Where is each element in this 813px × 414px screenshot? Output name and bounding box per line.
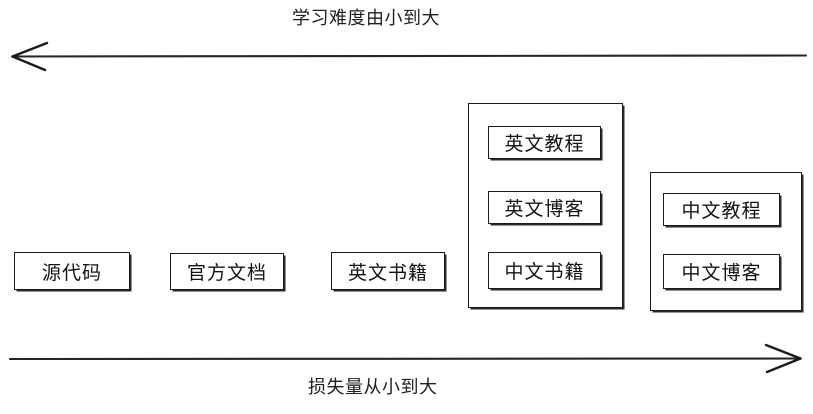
group-english-resources: 英文教程 英文博客 中文书籍 <box>468 103 623 308</box>
bottom-axis-label: 损失量从小到大 <box>308 377 438 398</box>
node-chinese-books[interactable]: 中文书籍 <box>488 252 601 289</box>
node-label: 英文书籍 <box>347 261 428 284</box>
node-english-tutorials[interactable]: 英文教程 <box>488 126 601 159</box>
node-chinese-blogs[interactable]: 中文博客 <box>663 254 780 289</box>
node-official-docs[interactable]: 官方文档 <box>170 253 284 290</box>
node-label: 英文教程 <box>504 133 585 155</box>
node-label: 中文书籍 <box>504 261 585 283</box>
node-english-books[interactable]: 英文书籍 <box>331 252 445 290</box>
arrow-right-icon <box>8 343 802 374</box>
node-label: 源代码 <box>41 261 102 284</box>
node-label: 官方文档 <box>186 262 267 284</box>
node-label: 中文教程 <box>681 200 762 222</box>
top-axis-label: 学习难度由小到大 <box>292 8 440 29</box>
group-chinese-resources: 中文教程 中文博客 <box>650 172 802 311</box>
node-label: 英文博客 <box>504 198 585 220</box>
node-source-code[interactable]: 源代码 <box>14 252 130 290</box>
node-label: 中文博客 <box>681 262 762 284</box>
node-english-blogs[interactable]: 英文博客 <box>488 191 601 224</box>
arrow-left-icon <box>11 41 808 72</box>
node-chinese-tutorials[interactable]: 中文教程 <box>663 193 780 226</box>
